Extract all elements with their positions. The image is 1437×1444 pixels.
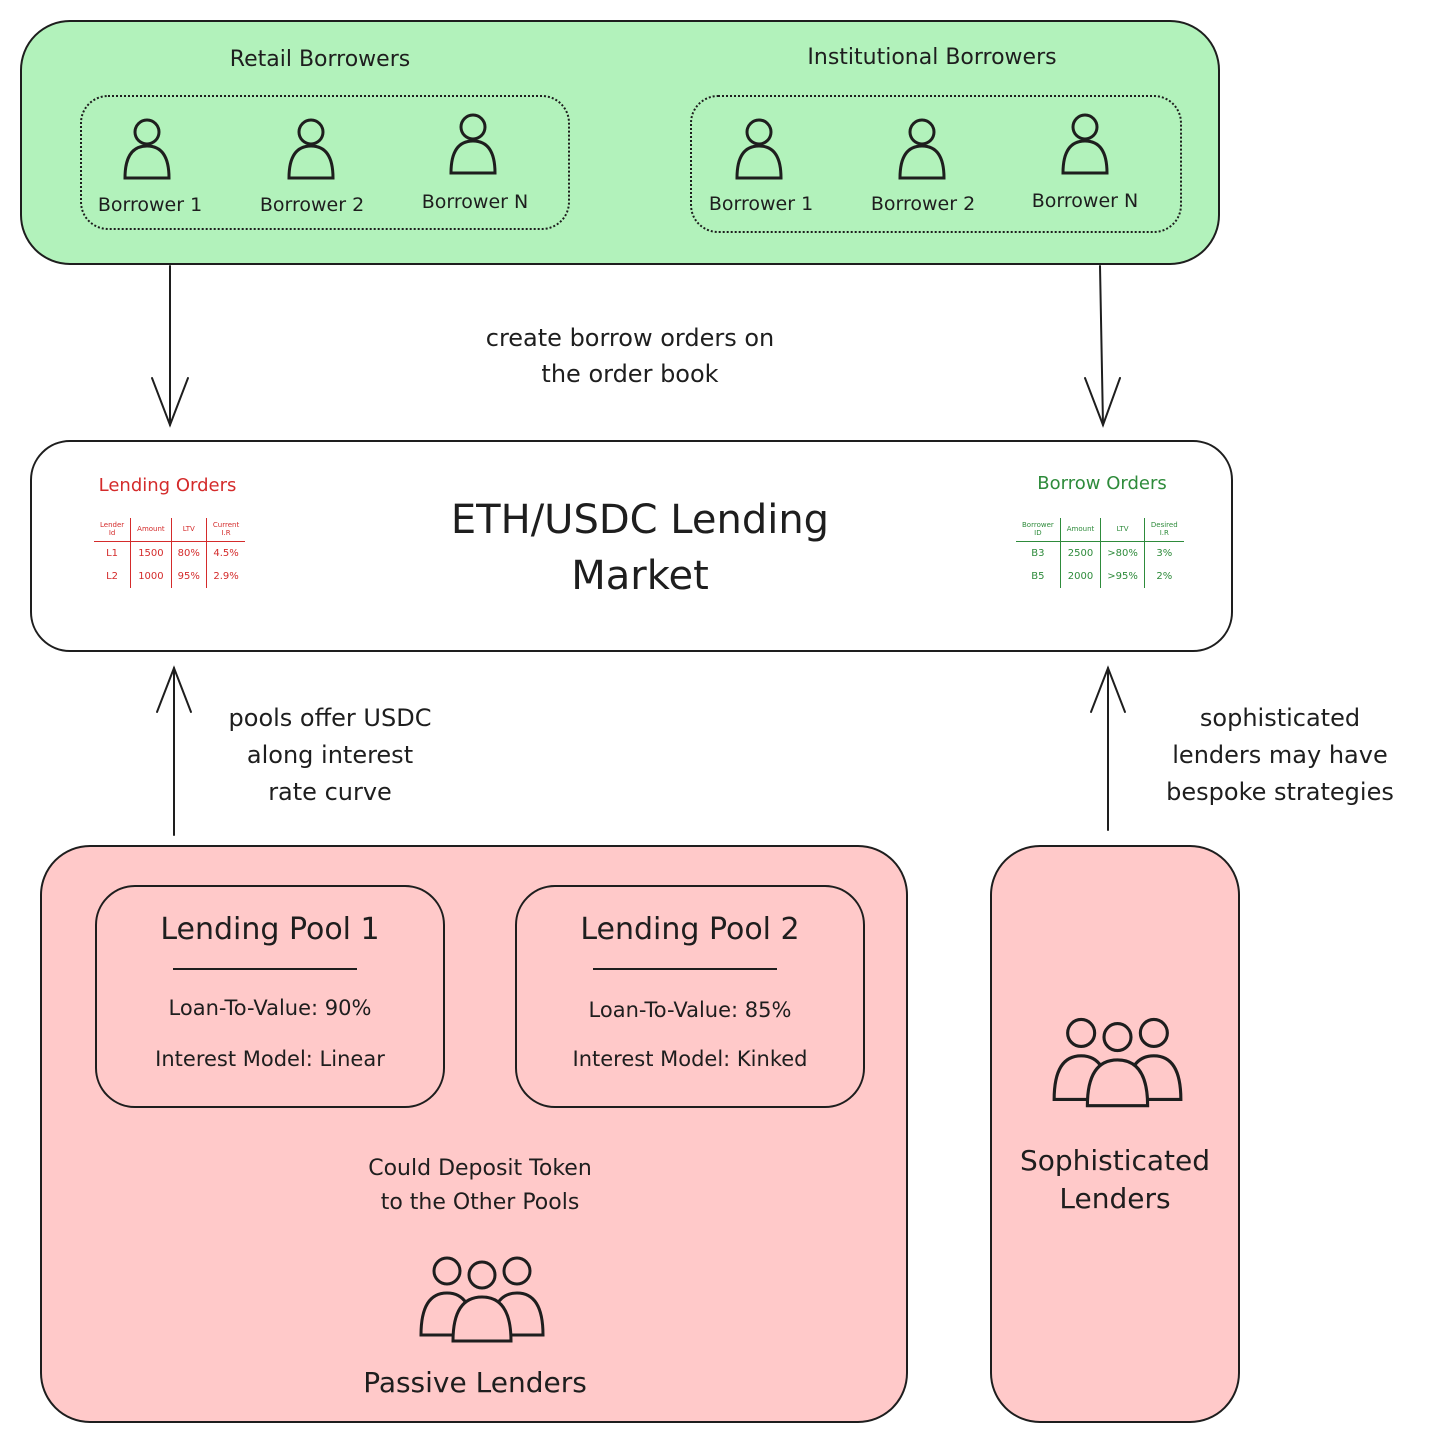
lending-orders-header: Lender Id — [100, 521, 125, 537]
lending-pool-2-title: Lending Pool 2 — [580, 912, 800, 947]
person-icon — [449, 113, 497, 175]
borrowers-panel — [20, 20, 1220, 265]
retail-borrowers-title: Retail Borrowers — [229, 47, 411, 72]
borrow-orders-header: Borrower ID — [1022, 521, 1054, 537]
retail-borrower-2-label: Borrower 2 — [259, 194, 365, 216]
lending-pool-1-title: Lending Pool 1 — [160, 912, 380, 947]
pools-offer-label: pools offer USDC along interest rate cur… — [228, 704, 432, 806]
table-row: L1 1500 80% 4.5% — [94, 541, 246, 566]
table-row: L2 1000 95% 2.9% — [94, 565, 246, 589]
arrow-icon — [1099, 265, 1104, 426]
person-icon — [287, 118, 335, 180]
institutional-borrower-2-label: Borrower 2 — [870, 193, 976, 215]
people-group-icon — [419, 1256, 545, 1343]
borrow-orders-header: LTV — [1100, 518, 1145, 542]
lending-pool-2-divider — [593, 968, 777, 970]
people-group-icon — [1052, 1017, 1183, 1108]
borrow-orders-table: Borrower ID Amount LTV Desired I.R B3 25… — [1016, 518, 1184, 589]
passive-lenders-label: Passive Lenders — [363, 1366, 587, 1399]
sophisticated-lenders-label: Sophisticated Lenders — [1019, 1144, 1211, 1215]
institutional-borrower-n-label: Borrower N — [1031, 190, 1139, 212]
retail-borrowers-group — [80, 95, 570, 230]
lending-orders-title: Lending Orders — [98, 475, 237, 496]
person-icon — [735, 118, 783, 180]
institutional-borrower-1-label: Borrower 1 — [708, 193, 814, 215]
retail-borrower-1-label: Borrower 1 — [97, 194, 203, 216]
create-orders-label: create borrow orders on the order book — [485, 324, 775, 388]
lending-pool-1-model: Interest Model: Linear — [155, 1047, 385, 1071]
sophisticated-strategies-label: sophisticated lenders may have bespoke s… — [1166, 704, 1394, 806]
person-icon — [1061, 113, 1109, 175]
borrow-orders-title: Borrow Orders — [1037, 473, 1167, 494]
person-icon — [898, 118, 946, 180]
retail-borrower-n-label: Borrower N — [421, 191, 529, 213]
table-row: B3 2500 >80% 3% — [1016, 541, 1184, 566]
lending-orders-header: Amount — [130, 518, 172, 542]
lending-orders-header: LTV — [170, 518, 207, 542]
institutional-borrowers-group — [690, 95, 1182, 233]
table-row: B5 2000 >95% 2% — [1016, 565, 1184, 589]
market-title: ETH/USDC Lending Market — [450, 497, 830, 599]
sophisticated-lenders-panel — [990, 845, 1240, 1423]
lending-pool-1-ltv: Loan-To-Value: 90% — [168, 996, 372, 1020]
lending-pool-1-divider — [173, 968, 357, 970]
borrow-orders-header: Amount — [1059, 518, 1101, 542]
lending-pool-2 — [515, 885, 865, 1108]
lending-pool-2-ltv: Loan-To-Value: 85% — [588, 998, 792, 1022]
lending-pool-1 — [95, 885, 445, 1108]
person-icon — [123, 118, 171, 180]
institutional-borrowers-title: Institutional Borrowers — [807, 45, 1057, 70]
borrow-orders-header: Desired I.R — [1143, 518, 1184, 542]
lending-orders-table: Lender Id Amount LTV Current I.R L1 1500… — [94, 518, 246, 589]
lending-pool-2-model: Interest Model: Kinked — [572, 1047, 808, 1071]
deposit-label: Could Deposit Token to the Other Pools — [368, 1156, 592, 1215]
lending-orders-header: Current I.R — [205, 518, 246, 542]
